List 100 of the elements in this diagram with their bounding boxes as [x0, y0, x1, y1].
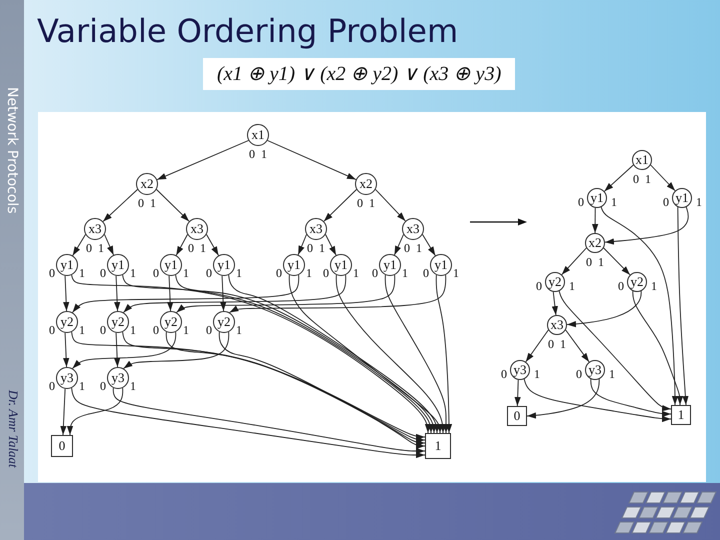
node-label: y1: [434, 258, 448, 272]
edge-label: 0: [49, 323, 55, 337]
arrow: [218, 332, 426, 450]
node-label: x3: [88, 222, 102, 236]
node-label: 0: [58, 439, 66, 453]
arrow: [267, 140, 356, 180]
edge-label: 0: [576, 367, 582, 381]
edge-label: 1: [598, 255, 604, 269]
node-label: y2: [112, 315, 124, 329]
edge-label: 1: [353, 266, 359, 280]
node-label: x1: [636, 153, 648, 167]
node-label: x2: [140, 177, 154, 191]
node-label: 1: [678, 408, 684, 422]
edge-label: 0: [188, 241, 194, 255]
arrow: [102, 189, 138, 222]
formula-text: (x1 ⊕ y1) ∨ (x2 ⊕ y2) ∨ (x3 ⊕ y3): [203, 58, 516, 90]
arrow: [175, 274, 438, 434]
edge-label: 1: [416, 241, 422, 255]
arrow: [123, 274, 346, 313]
node-label: y1: [112, 258, 124, 272]
node-label: y2: [630, 275, 644, 289]
node-label: y1: [60, 258, 74, 272]
edge-label: 1: [645, 172, 651, 186]
arrow: [104, 234, 114, 256]
arrow: [561, 248, 587, 276]
edge-label: 1: [261, 147, 267, 161]
edge-label: 0: [153, 323, 159, 337]
edge-label: 0: [633, 172, 639, 186]
arrow: [436, 274, 452, 434]
arrow: [558, 290, 672, 412]
arrow: [72, 234, 86, 256]
edge-label: 0: [307, 241, 313, 255]
edge-label: 0: [206, 266, 212, 280]
arrow: [677, 206, 689, 406]
arrow: [336, 274, 446, 434]
edge-label: 1: [306, 266, 312, 280]
node-label: y2: [164, 315, 178, 329]
arrow: [298, 234, 307, 256]
arrow: [325, 234, 336, 256]
arrow: [112, 388, 426, 454]
slide-title: Variable Ordering Problem: [37, 12, 458, 50]
arrow: [323, 189, 357, 222]
edge-label: 1: [534, 367, 540, 381]
edge-label: 1: [130, 266, 136, 280]
edge-label: 0: [100, 379, 106, 393]
arrow: [600, 206, 678, 406]
edge-label: 1: [98, 241, 104, 255]
node-label: y3: [514, 363, 526, 377]
arrow: [176, 234, 188, 256]
arrow: [228, 274, 440, 434]
node-label: y3: [588, 363, 602, 377]
edge-label: 1: [560, 337, 566, 351]
edge-label: 0: [49, 379, 55, 393]
node-label: x2: [360, 177, 372, 191]
arrow: [514, 379, 521, 406]
edge-label: 1: [569, 279, 575, 293]
terminal-box: [507, 406, 527, 426]
author-text: Dr. Amr Talaat: [5, 390, 21, 468]
node-label: 0: [514, 409, 520, 423]
edge-label: 0: [49, 266, 55, 280]
edge-label: 1: [651, 279, 657, 293]
edge-label: 0: [578, 195, 584, 209]
node-label: x3: [550, 318, 564, 332]
edge-label: 0: [323, 266, 329, 280]
edge-label: 1: [696, 195, 702, 209]
arrow: [590, 378, 672, 418]
terminal-box: [51, 435, 73, 457]
node-label: y1: [676, 191, 688, 205]
edge-label: 1: [150, 196, 156, 210]
edge-label: 1: [130, 379, 136, 393]
edge-label: 1: [200, 241, 206, 255]
edge-label: 0: [100, 323, 106, 337]
arrow: [122, 332, 426, 444]
arrow: [604, 206, 689, 245]
arrow: [156, 189, 190, 222]
edge-label: 0: [663, 195, 669, 209]
arrow: [176, 274, 396, 313]
node-label: y3: [112, 371, 124, 385]
edge-label: 1: [453, 266, 459, 280]
arrow: [63, 332, 70, 368]
arrow: [166, 332, 426, 446]
node-label: y1: [218, 258, 230, 272]
edge-label: 0: [153, 266, 159, 280]
arrow: [552, 291, 558, 316]
node-label: x3: [310, 222, 322, 236]
arrow: [114, 275, 120, 312]
sidebar-text: Network Protocols: [4, 87, 20, 214]
edge-label: 0: [100, 266, 106, 280]
arrow: [384, 274, 450, 434]
edge-label: 1: [79, 379, 85, 393]
node-label: y1: [334, 258, 348, 272]
edge-label: 0: [206, 323, 212, 337]
edge-label: 0: [618, 279, 624, 293]
arrow: [650, 164, 676, 192]
arrow: [72, 274, 300, 313]
edge-label: 0: [404, 241, 410, 255]
node-label: y2: [218, 315, 230, 329]
edge-label: 1: [183, 323, 189, 337]
arrow: [220, 275, 226, 312]
arrow: [156, 140, 249, 180]
